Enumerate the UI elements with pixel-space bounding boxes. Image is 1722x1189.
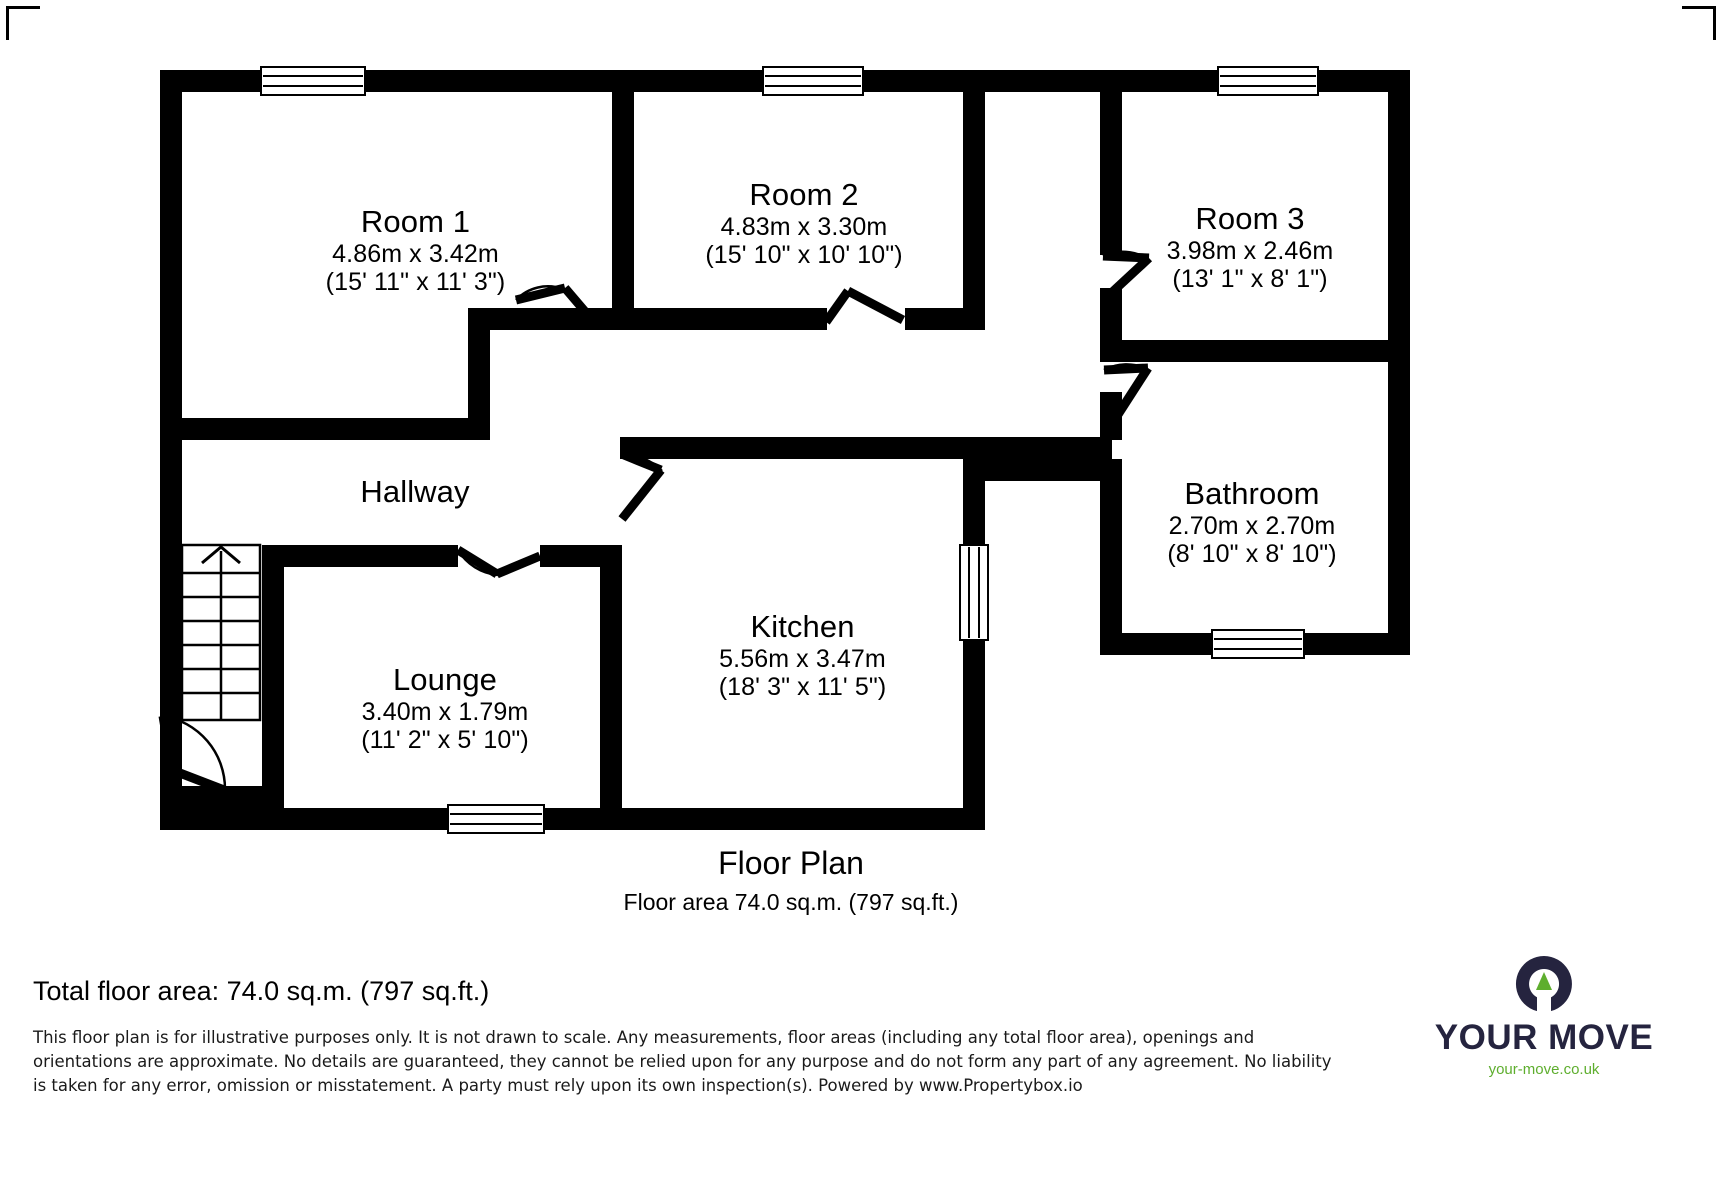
room-label-kitchen: Kitchen 5.56m x 3.47m (18' 3" x 11' 5") xyxy=(610,609,995,701)
your-move-wordmark: YOUR MOVE xyxy=(1434,1018,1654,1057)
window-lounge xyxy=(447,804,545,834)
room-dimensions-metric: 4.83m x 3.30m xyxy=(720,212,888,241)
room-name: Room 2 xyxy=(749,177,859,212)
window-room3 xyxy=(1217,66,1319,96)
your-move-logo[interactable]: YOUR MOVE your-move.co.uk xyxy=(1394,952,1694,1078)
room-dimensions-imperial: (18' 3" x 11' 5") xyxy=(718,672,887,701)
door-lounge xyxy=(455,546,542,579)
staircase xyxy=(180,543,262,722)
footer: Total floor area: 74.0 sq.m. (797 sq.ft.… xyxy=(0,940,1722,1189)
room-dimensions-metric: 4.86m x 3.42m xyxy=(332,239,499,268)
doors-group xyxy=(158,250,1153,795)
room-dimensions-metric: 3.98m x 2.46m xyxy=(1166,236,1334,265)
room-name: Bathroom xyxy=(1184,476,1320,511)
room-label-room-2: Room 2 4.83m x 3.30m (15' 10" x 10' 10") xyxy=(608,177,1000,269)
room-dimensions-metric: 3.40m x 1.79m xyxy=(361,697,529,726)
room-label-lounge: Lounge 3.40m x 1.79m (11' 2" x 5' 10") xyxy=(285,662,605,754)
crop-mark-top-right xyxy=(1682,6,1716,40)
window-kitchen xyxy=(959,544,989,641)
door-room1 xyxy=(514,283,598,325)
floor-plan-drawing: Room 1 4.86m x 3.42m (15' 11" x 11' 3") … xyxy=(0,66,1722,916)
room-name: Hallway xyxy=(360,474,470,509)
room-name: Lounge xyxy=(392,662,498,697)
room-dimensions-imperial: (11' 2" x 5' 10") xyxy=(361,725,529,754)
plan-title-block: Floor Plan Floor area 74.0 sq.m. (797 sq… xyxy=(0,845,1722,916)
your-move-url: your-move.co.uk xyxy=(1488,1061,1600,1078)
window-room2 xyxy=(762,66,864,96)
window-bathroom xyxy=(1211,629,1305,659)
window-room1 xyxy=(260,66,366,96)
room-name: Room 1 xyxy=(360,204,471,239)
room-dimensions-imperial: (8' 10" x 8' 10") xyxy=(1167,539,1337,568)
windows-group xyxy=(260,66,1319,834)
your-move-mark-icon xyxy=(1512,952,1576,1016)
total-floor-area: Total floor area: 74.0 sq.m. (797 sq.ft.… xyxy=(33,976,490,1006)
door-room3 xyxy=(1102,250,1153,300)
crop-mark-top-left xyxy=(6,6,40,40)
room-dimensions-imperial: (15' 11" x 11' 3") xyxy=(325,267,506,296)
walls-group xyxy=(160,70,1410,830)
plan-subtitle: Floor area 74.0 sq.m. (797 sq.ft.) xyxy=(623,889,959,915)
plan-title: Floor Plan xyxy=(718,845,864,881)
room-dimensions-imperial: (13' 1" x 8' 1") xyxy=(1172,264,1328,293)
room-label-hallway: Hallway xyxy=(245,474,585,510)
door-kitchen xyxy=(618,450,665,522)
room-name: Kitchen xyxy=(750,609,855,644)
room-dimensions-metric: 5.56m x 3.47m xyxy=(719,644,886,673)
room-label-room-1: Room 1 4.86m x 3.42m (15' 11" x 11' 3") xyxy=(223,204,608,296)
room-label-room-3: Room 3 3.98m x 2.46m (13' 1" x 8' 1") xyxy=(1060,201,1440,293)
room-label-bathroom: Bathroom 2.70m x 2.70m (8' 10" x 8' 10") xyxy=(1062,476,1442,568)
room-dimensions-imperial: (15' 10" x 10' 10") xyxy=(705,240,903,269)
door-bathroom xyxy=(1103,363,1152,433)
room-name: Room 3 xyxy=(1195,201,1305,236)
disclaimer-text: This floor plan is for illustrative purp… xyxy=(33,1028,1332,1095)
room-dimensions-metric: 2.70m x 2.70m xyxy=(1168,511,1336,540)
door-entrance xyxy=(158,714,227,795)
door-room2 xyxy=(822,287,906,325)
